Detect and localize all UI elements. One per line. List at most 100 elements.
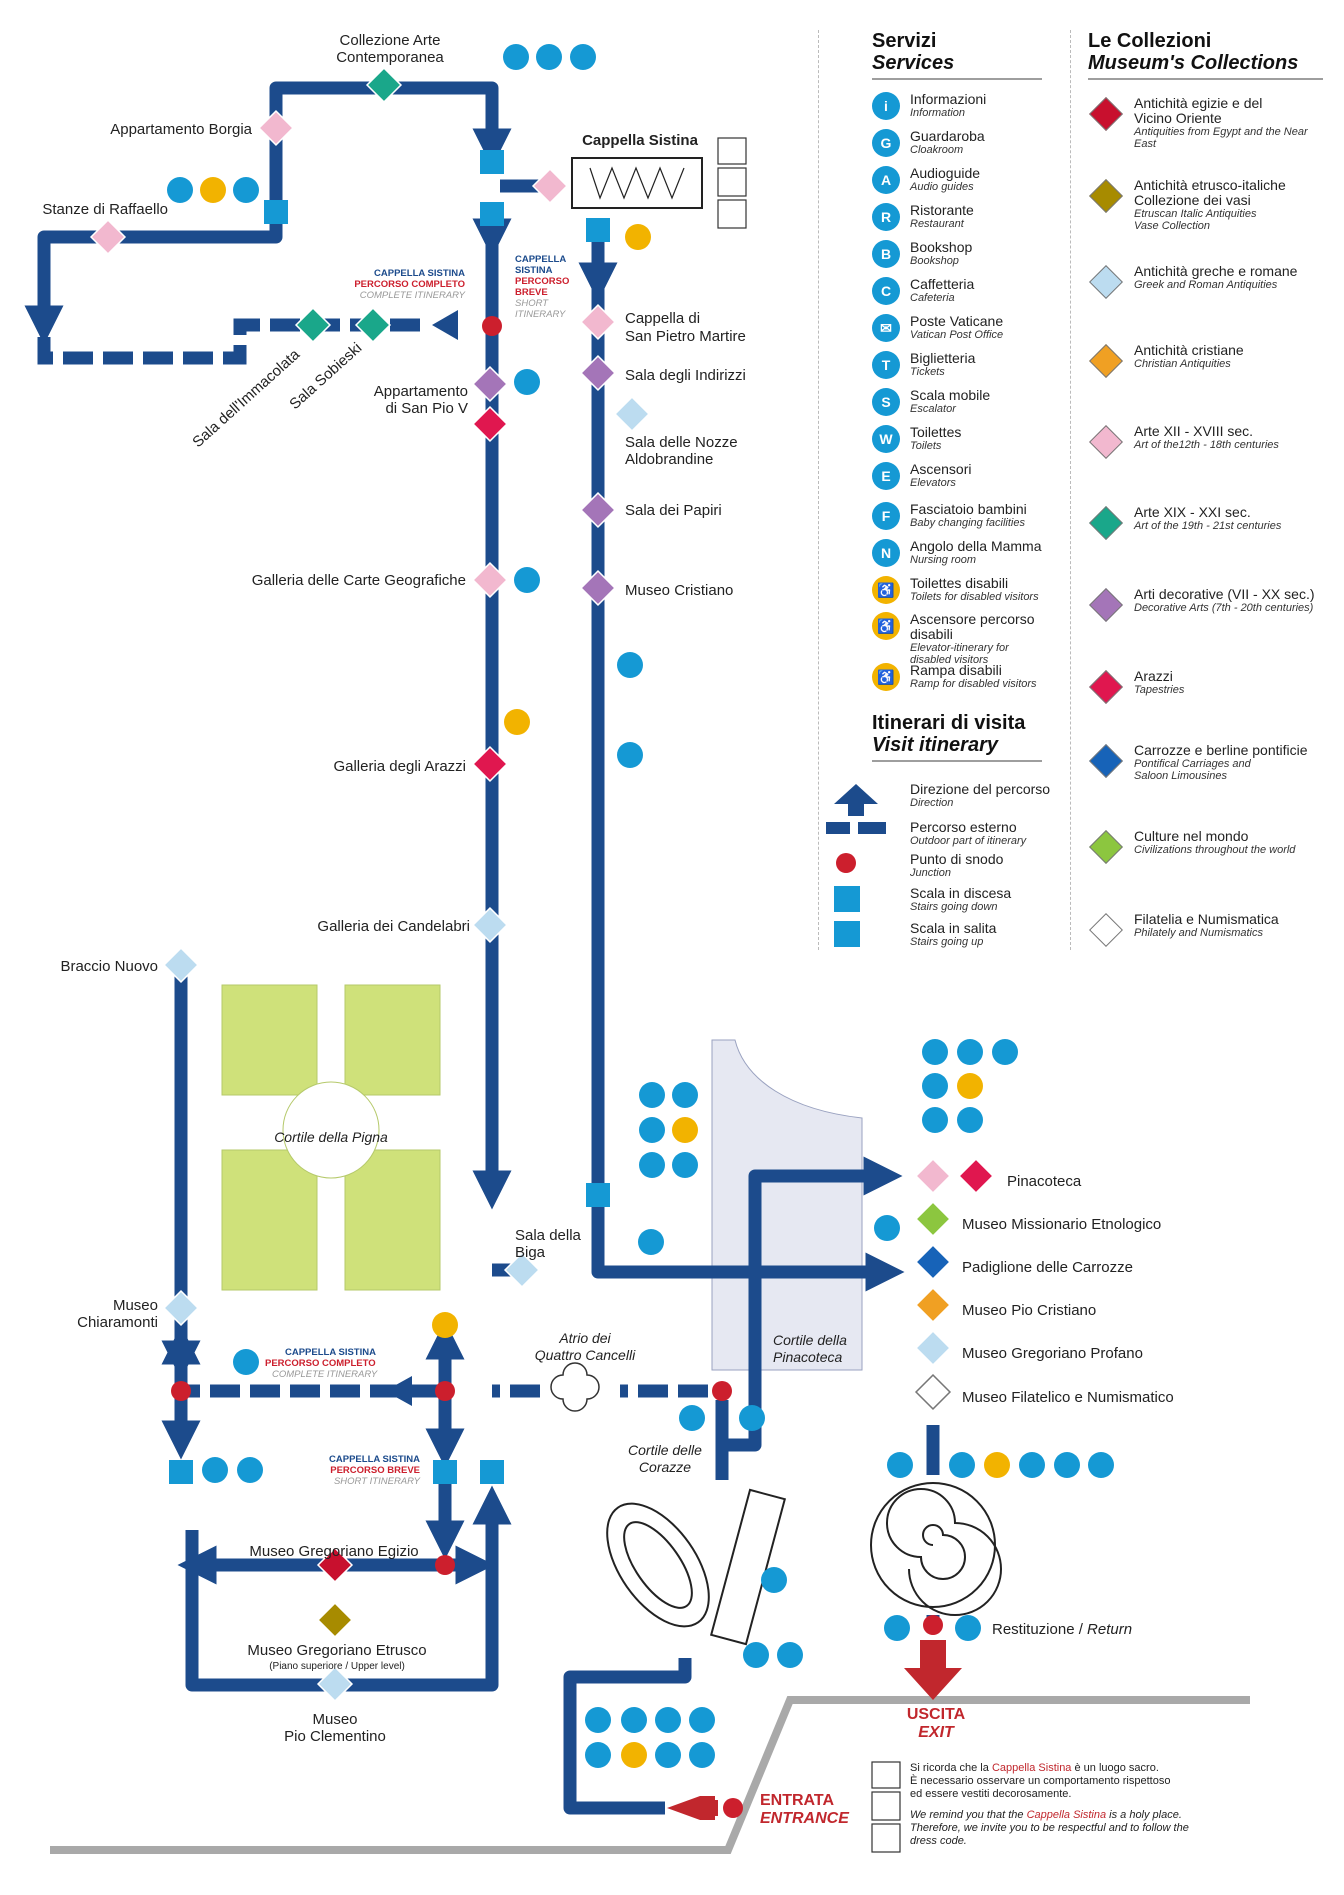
junction-dot [171, 1381, 191, 1401]
entrance-arrow [667, 1796, 718, 1820]
stairs-icon [264, 200, 288, 224]
collection-label: Filatelia e Numismatica [1134, 911, 1279, 927]
collection-marker [316, 1665, 354, 1703]
service-marker-icon [1054, 1452, 1080, 1478]
collection-diamond-icon [1089, 265, 1123, 299]
collection-marker [531, 167, 569, 205]
service-marker-icon [739, 1405, 765, 1431]
collection-label-en: Art of the 19th - 21st centuries [1134, 520, 1282, 532]
itinerary-label-en: Outdoor part of itinerary [910, 835, 1027, 847]
service-marker-icon [874, 1215, 900, 1241]
service-label: Informazioni [910, 91, 987, 107]
collection-marker [316, 1601, 354, 1639]
service-label-en: Elevators [910, 477, 956, 489]
service-marker-icon [922, 1073, 948, 1099]
service-label: Rampa disabili [910, 662, 1002, 678]
sistina-rules-icons [717, 137, 901, 1853]
service-marker-icon [949, 1452, 975, 1478]
collection-label-en: Etruscan Italic Antiquities [1134, 208, 1257, 220]
junction-dot [435, 1381, 455, 1401]
service-marker-icon [884, 1615, 910, 1641]
service-icon: i [872, 92, 900, 120]
service-marker-icon [743, 1642, 769, 1668]
itinerary-label: Scala in salita [910, 920, 997, 936]
collection-diamond-icon [1089, 344, 1123, 378]
collection-label: Antichità cristiane [1134, 342, 1244, 358]
label-pio-cristiano: Museo Pio Cristiano [962, 1302, 1096, 1319]
legend-divider [818, 30, 819, 950]
service-marker-icon [992, 1039, 1018, 1065]
stairs-down-icon [826, 886, 910, 919]
route-entrance [563, 1658, 692, 1815]
label-museo-cristiano: Museo Cristiano [625, 582, 733, 599]
service-label-en: Escalator [910, 403, 956, 415]
service-marker-icon [655, 1742, 681, 1768]
service-marker-icon [432, 1312, 458, 1338]
label-museo-etrusco-sub: (Piano superiore / Upper level) [269, 1661, 405, 1672]
route-note-short-bottom: CAPPELLA SISTINA PERCORSO BREVE SHORT IT… [329, 1454, 421, 1487]
stairs-icon [586, 218, 610, 242]
svg-text:CAPPELLA SISTINA: CAPPELLA SISTINA [374, 268, 465, 279]
service-icon: A [872, 166, 900, 194]
dashed-route-icon [826, 820, 910, 841]
itinerary-label: Direzione del percorso [910, 781, 1051, 797]
collection-diamond-icon [1089, 506, 1123, 540]
service-marker-icon [957, 1073, 983, 1099]
label-stanze-raffaello: Stanze di Raffaello [42, 201, 168, 218]
arrow-up-icon [826, 782, 910, 821]
stairs-icon [480, 150, 504, 174]
service-icon: G [872, 129, 900, 157]
service-icon: B [872, 240, 900, 268]
label-galleria-arazzi: Galleria degli Arazzi [333, 758, 466, 775]
collection-label: Arti decorative (VII - XX sec.) [1134, 586, 1315, 602]
collection-label-en: Saloon Limousines [1134, 770, 1227, 782]
arrow-chiaramonti-dashed [385, 1376, 412, 1406]
collection-diamond-icon [1089, 97, 1123, 131]
collection-marker [914, 1329, 952, 1367]
service-marker-icon [233, 1349, 259, 1375]
service-label-en: Baby changing facilities [910, 517, 1025, 529]
service-label: Toilettes disabili [910, 575, 1009, 591]
collection-label: Vicino Oriente [1134, 110, 1222, 126]
label-exit: EXIT [918, 1724, 955, 1741]
collection-marker [354, 306, 392, 344]
service-marker-icon [503, 44, 529, 70]
service-marker-icon [167, 177, 193, 203]
service-label: Scala mobile [910, 387, 991, 403]
collection-label-en: Philately and Numismatics [1134, 927, 1263, 939]
service-label-en: Information [910, 107, 966, 119]
svg-text:SISTINA: SISTINA [515, 265, 553, 276]
label-entrance: ENTRANCE [760, 1810, 850, 1827]
label-filatelico: Museo Filatelico e Numismatico [962, 1389, 1174, 1406]
label-galleria-carte: Galleria delle Carte Geografiche [252, 572, 466, 589]
collection-label: Antichità etrusco-italiche [1134, 177, 1286, 193]
collection-label-en: Decorative Arts (7th - 20th centuries) [1134, 602, 1314, 614]
label-braccio-nuovo: Braccio Nuovo [60, 958, 158, 975]
atrio-quattro-cancelli-shape [550, 1362, 600, 1412]
label-museo-etrusco: Museo Gregoriano Etrusco [247, 1642, 426, 1659]
service-marker-icon [585, 1742, 611, 1768]
junction-dot [923, 1615, 943, 1635]
collection-diamond-icon [1089, 913, 1123, 947]
collection-marker [914, 1200, 952, 1238]
service-label-en: Bookshop [910, 255, 959, 267]
svg-text:PERCORSO BREVE: PERCORSO BREVE [330, 1465, 420, 1476]
cortile-della-pigna [221, 984, 441, 1291]
label-museo-egizio: Museo Gregoriano Egizio [249, 1543, 418, 1560]
collection-marker [471, 745, 509, 783]
label-carrozze: Padiglione delle Carrozze [962, 1259, 1133, 1276]
